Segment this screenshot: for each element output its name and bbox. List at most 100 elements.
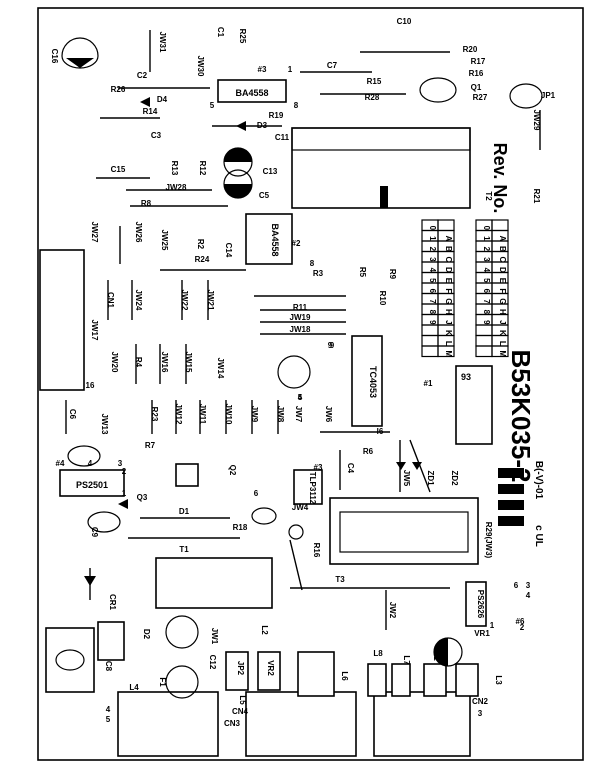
component-label: JW26 — [134, 222, 143, 243]
component-label: JW19 — [290, 313, 311, 322]
component-label: R28 — [365, 93, 380, 102]
component-label: R8 — [141, 199, 152, 208]
component-label: JW2 — [388, 602, 397, 619]
pin-number: 8 — [294, 101, 299, 110]
pin-number: 5 — [210, 101, 215, 110]
grid-header-cell: 8 — [428, 310, 437, 315]
grid-header-cell: 2 — [428, 247, 437, 252]
transformer-T1 — [329, 497, 479, 565]
component-label: C15 — [111, 165, 126, 174]
component-label: L5 — [238, 695, 247, 705]
component-label: R7 — [145, 441, 156, 450]
component-label: 5 — [298, 393, 303, 402]
component-label: C10 — [397, 17, 412, 26]
component-label: CR1 — [108, 594, 117, 611]
component-label: D2 — [142, 629, 151, 640]
inductor-L7 — [297, 651, 335, 697]
grid-header-cell: 3 — [482, 257, 491, 262]
ic-label-ba4558-top: BA4558 — [235, 88, 268, 98]
pin-number: 6 — [254, 489, 259, 498]
component-label: R11 — [293, 303, 308, 312]
component-label: D3 — [257, 121, 268, 130]
grid-header-cell: 5 — [482, 278, 491, 283]
grid-row-cell: G — [444, 298, 453, 304]
component-label: R14 — [143, 107, 158, 116]
component-label: R13 — [170, 161, 179, 176]
component-label: R3 — [313, 269, 324, 278]
ic-label-ps2501: PS2501 — [76, 480, 108, 490]
grid-header-cell: 7 — [428, 299, 437, 304]
component-label: C1 — [216, 27, 225, 38]
component-label: C3 — [151, 131, 162, 140]
component-label: R12 — [198, 161, 207, 176]
grid-row-cell: B — [498, 246, 507, 252]
component-label: JW18 — [290, 325, 311, 334]
capacitor-C16 — [61, 37, 99, 69]
connector-CN4 — [373, 691, 471, 757]
component-label: L6 — [340, 671, 349, 681]
transformer-T1-core — [339, 511, 469, 553]
component-label: L1 — [432, 651, 441, 661]
component-label: CN1 — [106, 292, 115, 309]
component-label: C6 — [68, 409, 77, 420]
ic-label-tlp3112: TLP3112 — [308, 472, 317, 505]
jumper-bars — [65, 30, 541, 630]
component-label: JP2 — [236, 661, 245, 676]
component-label: T2 — [484, 191, 493, 201]
component-label: C9 — [90, 527, 99, 538]
ic-label-93: 93 — [461, 372, 471, 382]
component-label: L7 — [402, 655, 411, 665]
connector-CN2 — [117, 691, 219, 757]
pin-number: 1 — [288, 65, 293, 74]
grid-header-cell: 5 — [428, 278, 437, 283]
transformer-T2-mark — [380, 186, 388, 208]
fuse-F1-holder — [45, 627, 95, 693]
grid-header-cell: 7 — [482, 299, 491, 304]
inductor-L3 — [391, 663, 411, 697]
component-label: JW1 — [210, 628, 219, 645]
pin-number: 9 — [328, 341, 333, 350]
component-label: VR1 — [474, 629, 490, 638]
grid-cell — [491, 345, 509, 358]
component-label: L2 — [260, 625, 269, 635]
grid-row-cell: M — [444, 351, 453, 358]
component-label: JW28 — [166, 183, 187, 192]
rectifier-CR1 — [155, 557, 273, 609]
diodes — [84, 97, 422, 586]
component-label: R6 — [363, 447, 374, 456]
traces — [89, 51, 450, 600]
grid-header-cell: 4 — [428, 268, 437, 273]
grid-header-cell: 8 — [482, 310, 491, 315]
component-label: R26 — [111, 85, 126, 94]
component-label: JW24 — [134, 290, 143, 311]
grid-header-cell: 2 — [482, 247, 491, 252]
grid-header-cell: 1 — [482, 236, 491, 241]
varistor-VR1 — [165, 615, 199, 649]
component-label: JP1 — [541, 91, 556, 100]
grid-row-cell: L — [498, 341, 507, 346]
component-label: I6 — [377, 427, 384, 436]
component-label: JW7 — [294, 406, 303, 423]
component-label: R9 — [388, 269, 397, 280]
component-label: C7 — [327, 61, 338, 70]
board-model-number: B53K035-2 — [506, 350, 536, 483]
grid-row-cell: F — [498, 288, 507, 293]
component-label: JW14 — [216, 358, 225, 379]
pin-number: 9 — [330, 341, 335, 350]
grid-row-cell: K — [444, 330, 453, 336]
component-label: R10 — [378, 291, 387, 306]
grid-header-cell: 6 — [482, 289, 491, 294]
grid-row-cell: C — [498, 256, 507, 262]
grid-row-cell: H — [498, 309, 507, 315]
grid-row-cell: J — [498, 320, 507, 324]
pin-number: 2 — [520, 623, 525, 632]
inductor-L6 — [225, 651, 249, 691]
pin-number: 1 — [122, 489, 127, 498]
pin-number: 5 — [106, 715, 111, 724]
component-label: JW16 — [160, 352, 169, 373]
capacitor-C13-mark — [224, 184, 252, 198]
pin-number: 8 — [310, 259, 315, 268]
pin-number: 2 — [122, 467, 127, 476]
